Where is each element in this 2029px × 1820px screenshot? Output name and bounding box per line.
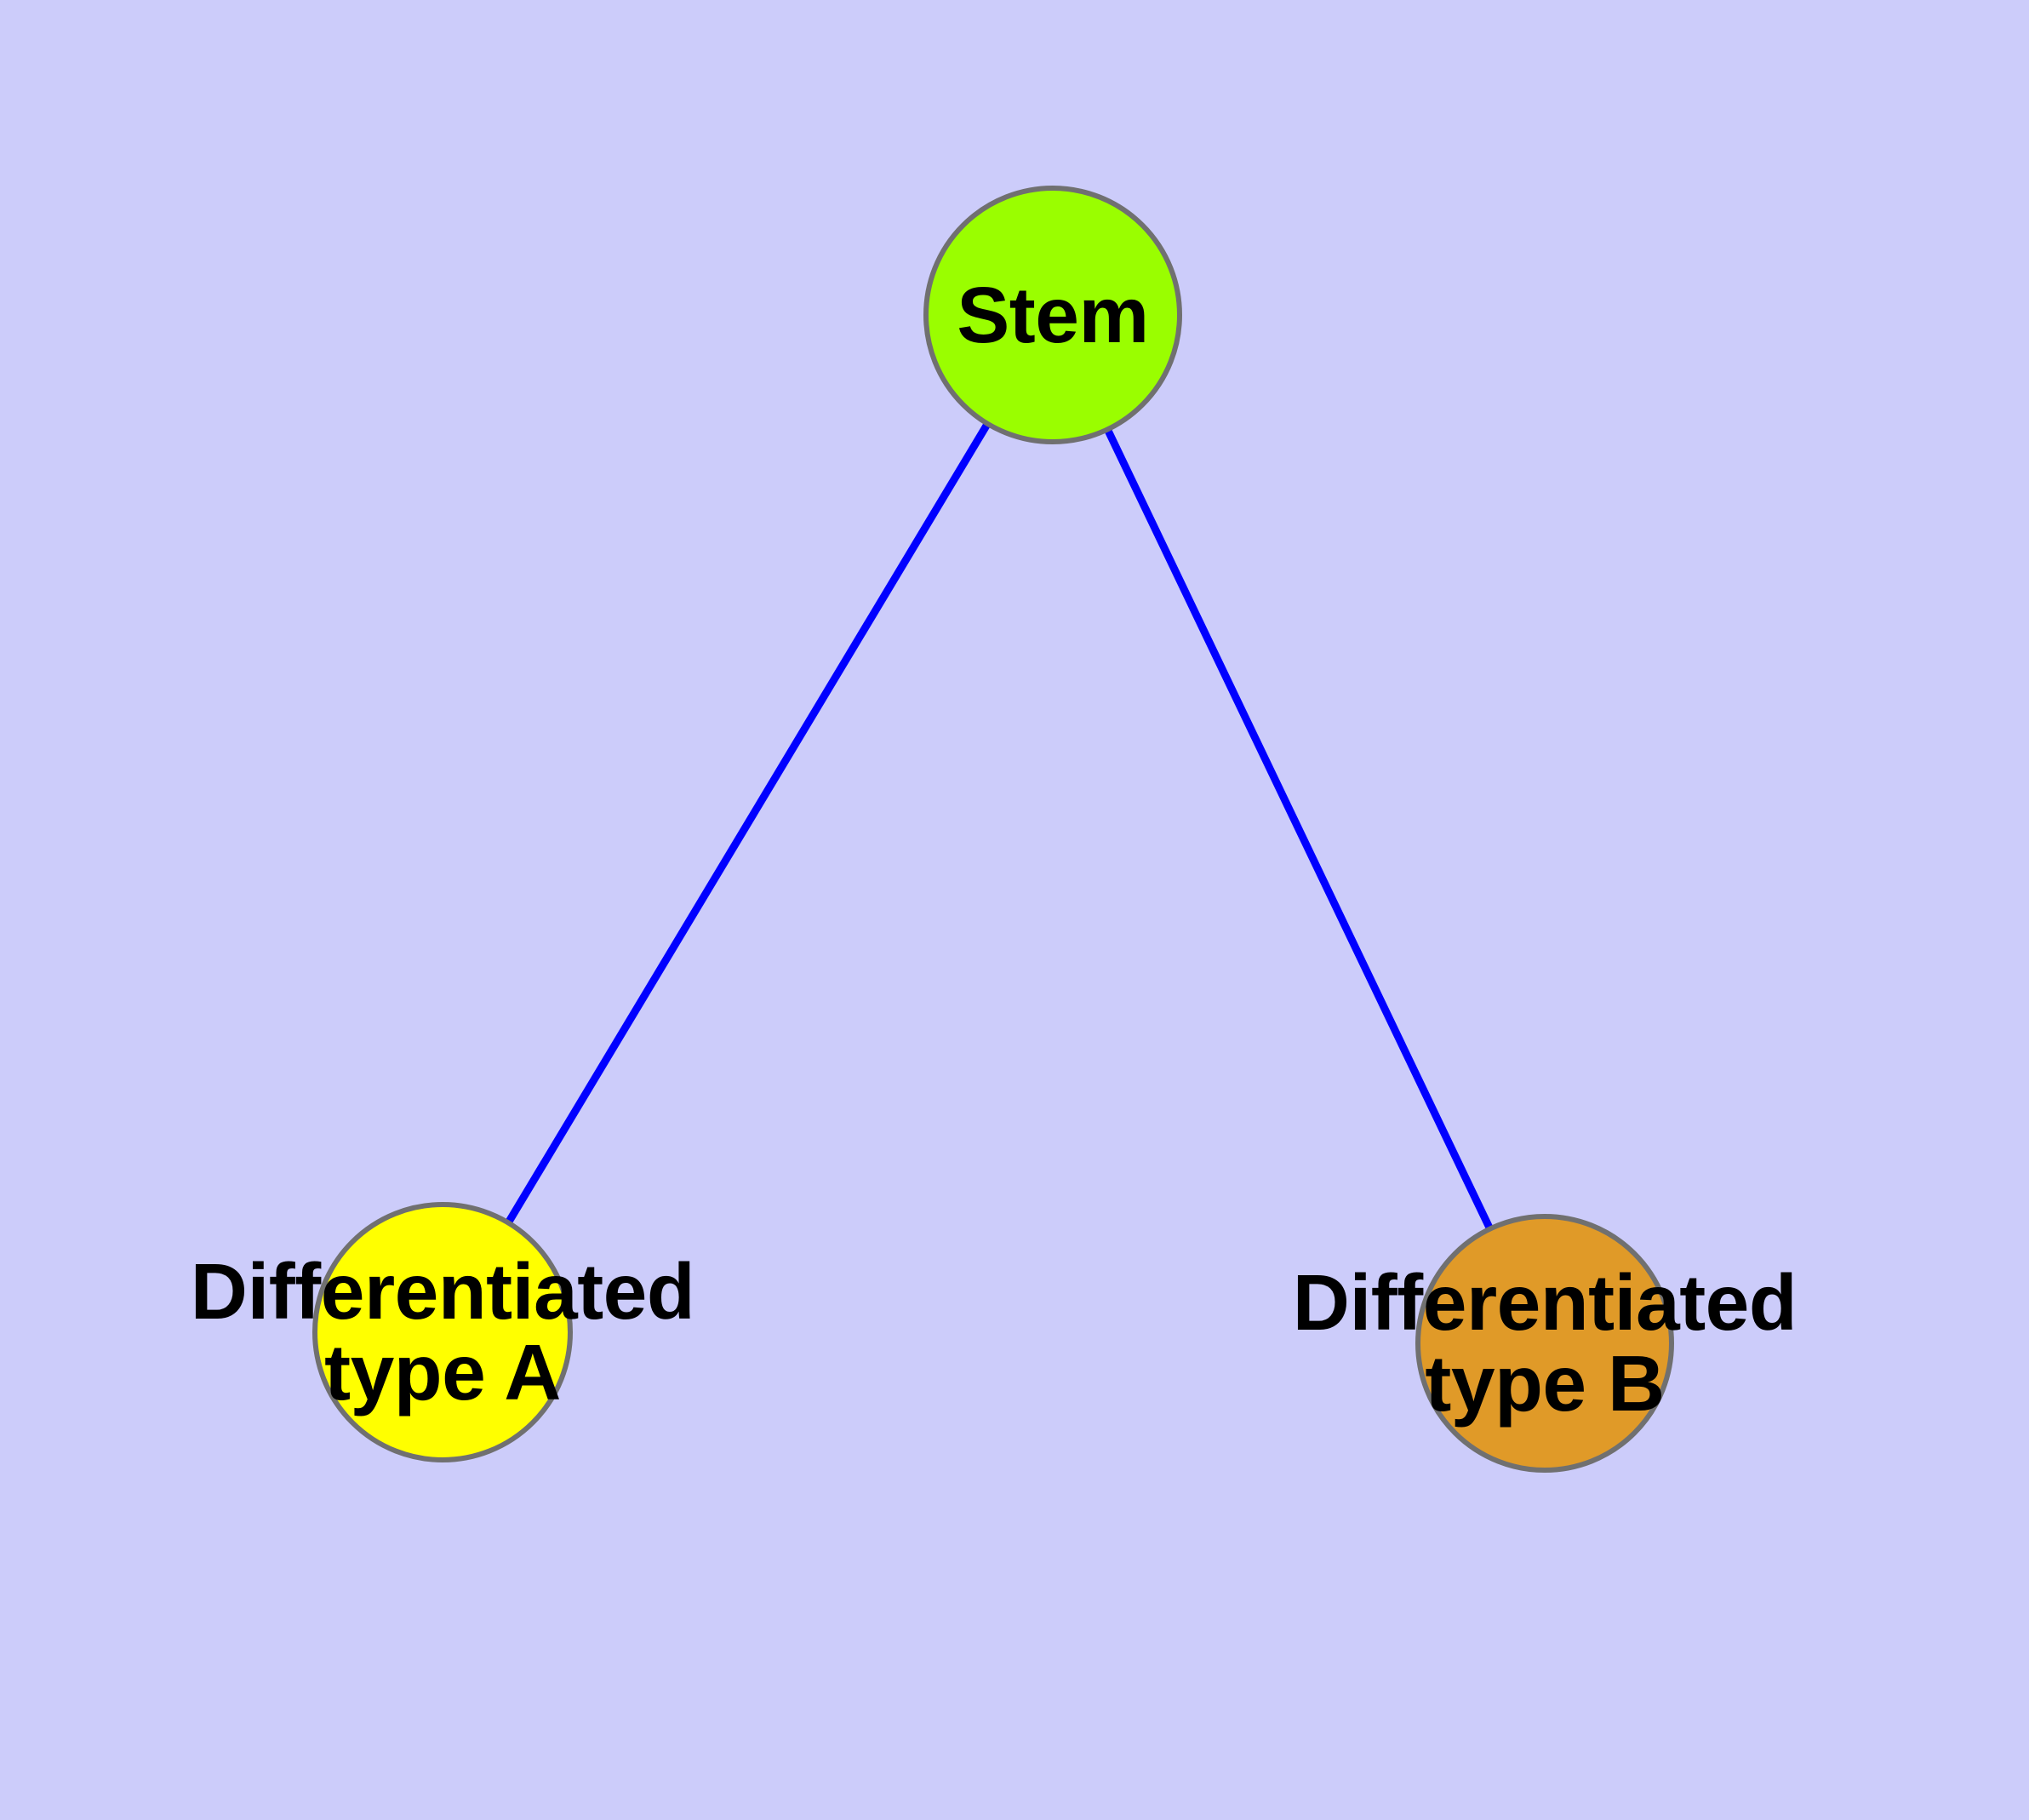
node-stem-circle (923, 186, 1182, 444)
edge-stem-to-diff-b[interactable] (1049, 313, 1549, 1345)
edge-stem-to-diff-a[interactable] (439, 312, 1056, 1335)
node-differentiated-type-b-circle (1415, 1214, 1674, 1473)
node-differentiated-type-a[interactable]: Differentiated type A (191, 1202, 695, 1462)
node-stem[interactable]: Stem (923, 186, 1182, 444)
node-differentiated-type-b[interactable]: Differentiated type B (1293, 1214, 1798, 1473)
node-differentiated-type-a-circle (312, 1202, 573, 1462)
